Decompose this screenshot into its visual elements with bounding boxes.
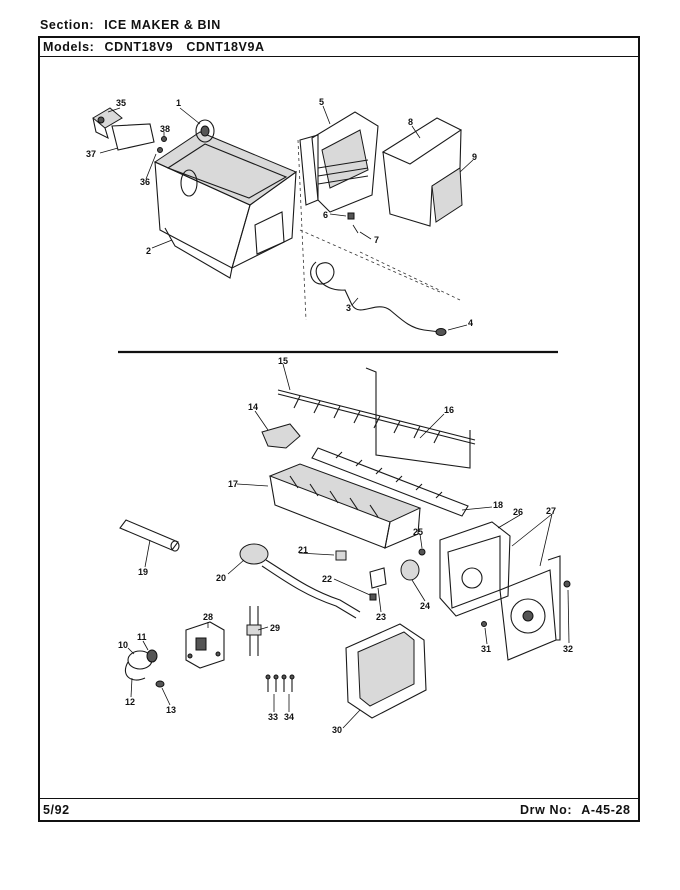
section-heading: Section: ICE MAKER & BIN — [40, 18, 221, 32]
switch-part — [124, 649, 165, 688]
callout-label: 2 — [146, 246, 151, 256]
drawing-number: A-45-28 — [581, 803, 631, 817]
callout-label: 13 — [166, 705, 176, 715]
cover-part — [345, 623, 427, 719]
motor-module-part — [499, 555, 561, 661]
callout-label: 14 — [248, 402, 258, 412]
model-number: CDNT18V9A — [186, 40, 265, 54]
models-line: Models: CDNT18V9 CDNT18V9A — [43, 40, 265, 54]
callout-label: 17 — [228, 479, 238, 489]
callout-label: 37 — [86, 149, 96, 159]
motor-housing-part — [439, 521, 511, 617]
callout-label: 22 — [322, 574, 332, 584]
wire-connector-part — [246, 606, 262, 656]
callout-label: 27 — [546, 506, 556, 516]
callout-label: 24 — [420, 601, 430, 611]
callout-label: 6 — [323, 210, 328, 220]
small-clip-parts — [335, 550, 387, 601]
drawing-date: 5/92 — [43, 803, 70, 817]
callout-label: 34 — [284, 712, 294, 722]
model-number: CDNT18V9 — [104, 40, 174, 54]
callout-label: 19 — [138, 567, 148, 577]
callout-label: 35 — [116, 98, 126, 108]
ice-bin-part — [153, 131, 298, 279]
shutoff-arm-part — [365, 367, 471, 469]
callout-label: 9 — [472, 152, 477, 162]
relay-part — [185, 621, 225, 669]
callout-label: 10 — [118, 640, 128, 650]
drawing-frame — [38, 36, 640, 822]
duct-part — [381, 117, 463, 227]
callout-label: 33 — [268, 712, 278, 722]
callout-label: 1 — [176, 98, 181, 108]
callout-label: 29 — [270, 623, 280, 633]
callout-label: 4 — [468, 318, 473, 328]
callout-label: 25 — [413, 527, 423, 537]
screw-part — [481, 580, 571, 627]
callout-label: 31 — [481, 644, 491, 654]
mold-heater-terminal-part — [400, 548, 426, 581]
callout-label: 3 — [346, 303, 351, 313]
callout-label: 5 — [319, 97, 324, 107]
footer-divider — [38, 798, 640, 799]
heater-wire-part — [299, 229, 461, 336]
callout-label: 36 — [140, 177, 150, 187]
callout-label: 38 — [160, 124, 170, 134]
leader-lines — [99, 105, 570, 729]
callout-label: 20 — [216, 573, 226, 583]
drawing-number-line: Drw No: A-45-28 — [520, 803, 631, 817]
callout-label: 21 — [298, 545, 308, 555]
callout-label: 8 — [408, 117, 413, 127]
callout-label: 15 — [278, 356, 288, 366]
small-screw-parts — [157, 136, 167, 153]
chute-door-part — [297, 111, 379, 321]
fill-cup-part — [119, 519, 180, 552]
fastener-part — [347, 212, 359, 234]
auger-gear-part — [195, 119, 215, 143]
callout-label: 7 — [374, 235, 379, 245]
callout-labels: 35 1 38 37 36 2 5 8 9 6 7 3 4 15 14 16 1… — [86, 97, 573, 735]
callout-label: 11 — [137, 632, 147, 642]
callout-label: 23 — [376, 612, 386, 622]
callout-label: 18 — [493, 500, 503, 510]
header-divider — [38, 56, 640, 57]
mold-part — [268, 463, 422, 549]
callout-label: 32 — [563, 644, 573, 654]
bracket-part — [92, 107, 155, 151]
retainer-part — [311, 447, 469, 517]
section-title: ICE MAKER & BIN — [104, 18, 221, 32]
callout-label: 16 — [444, 405, 454, 415]
stripper-part — [261, 423, 301, 449]
callout-label: 30 — [332, 725, 342, 735]
screws-part — [265, 674, 295, 692]
thermostat-part — [239, 543, 361, 619]
callout-label: 12 — [125, 697, 135, 707]
callout-label: 26 — [513, 507, 523, 517]
callout-label: 28 — [203, 612, 213, 622]
